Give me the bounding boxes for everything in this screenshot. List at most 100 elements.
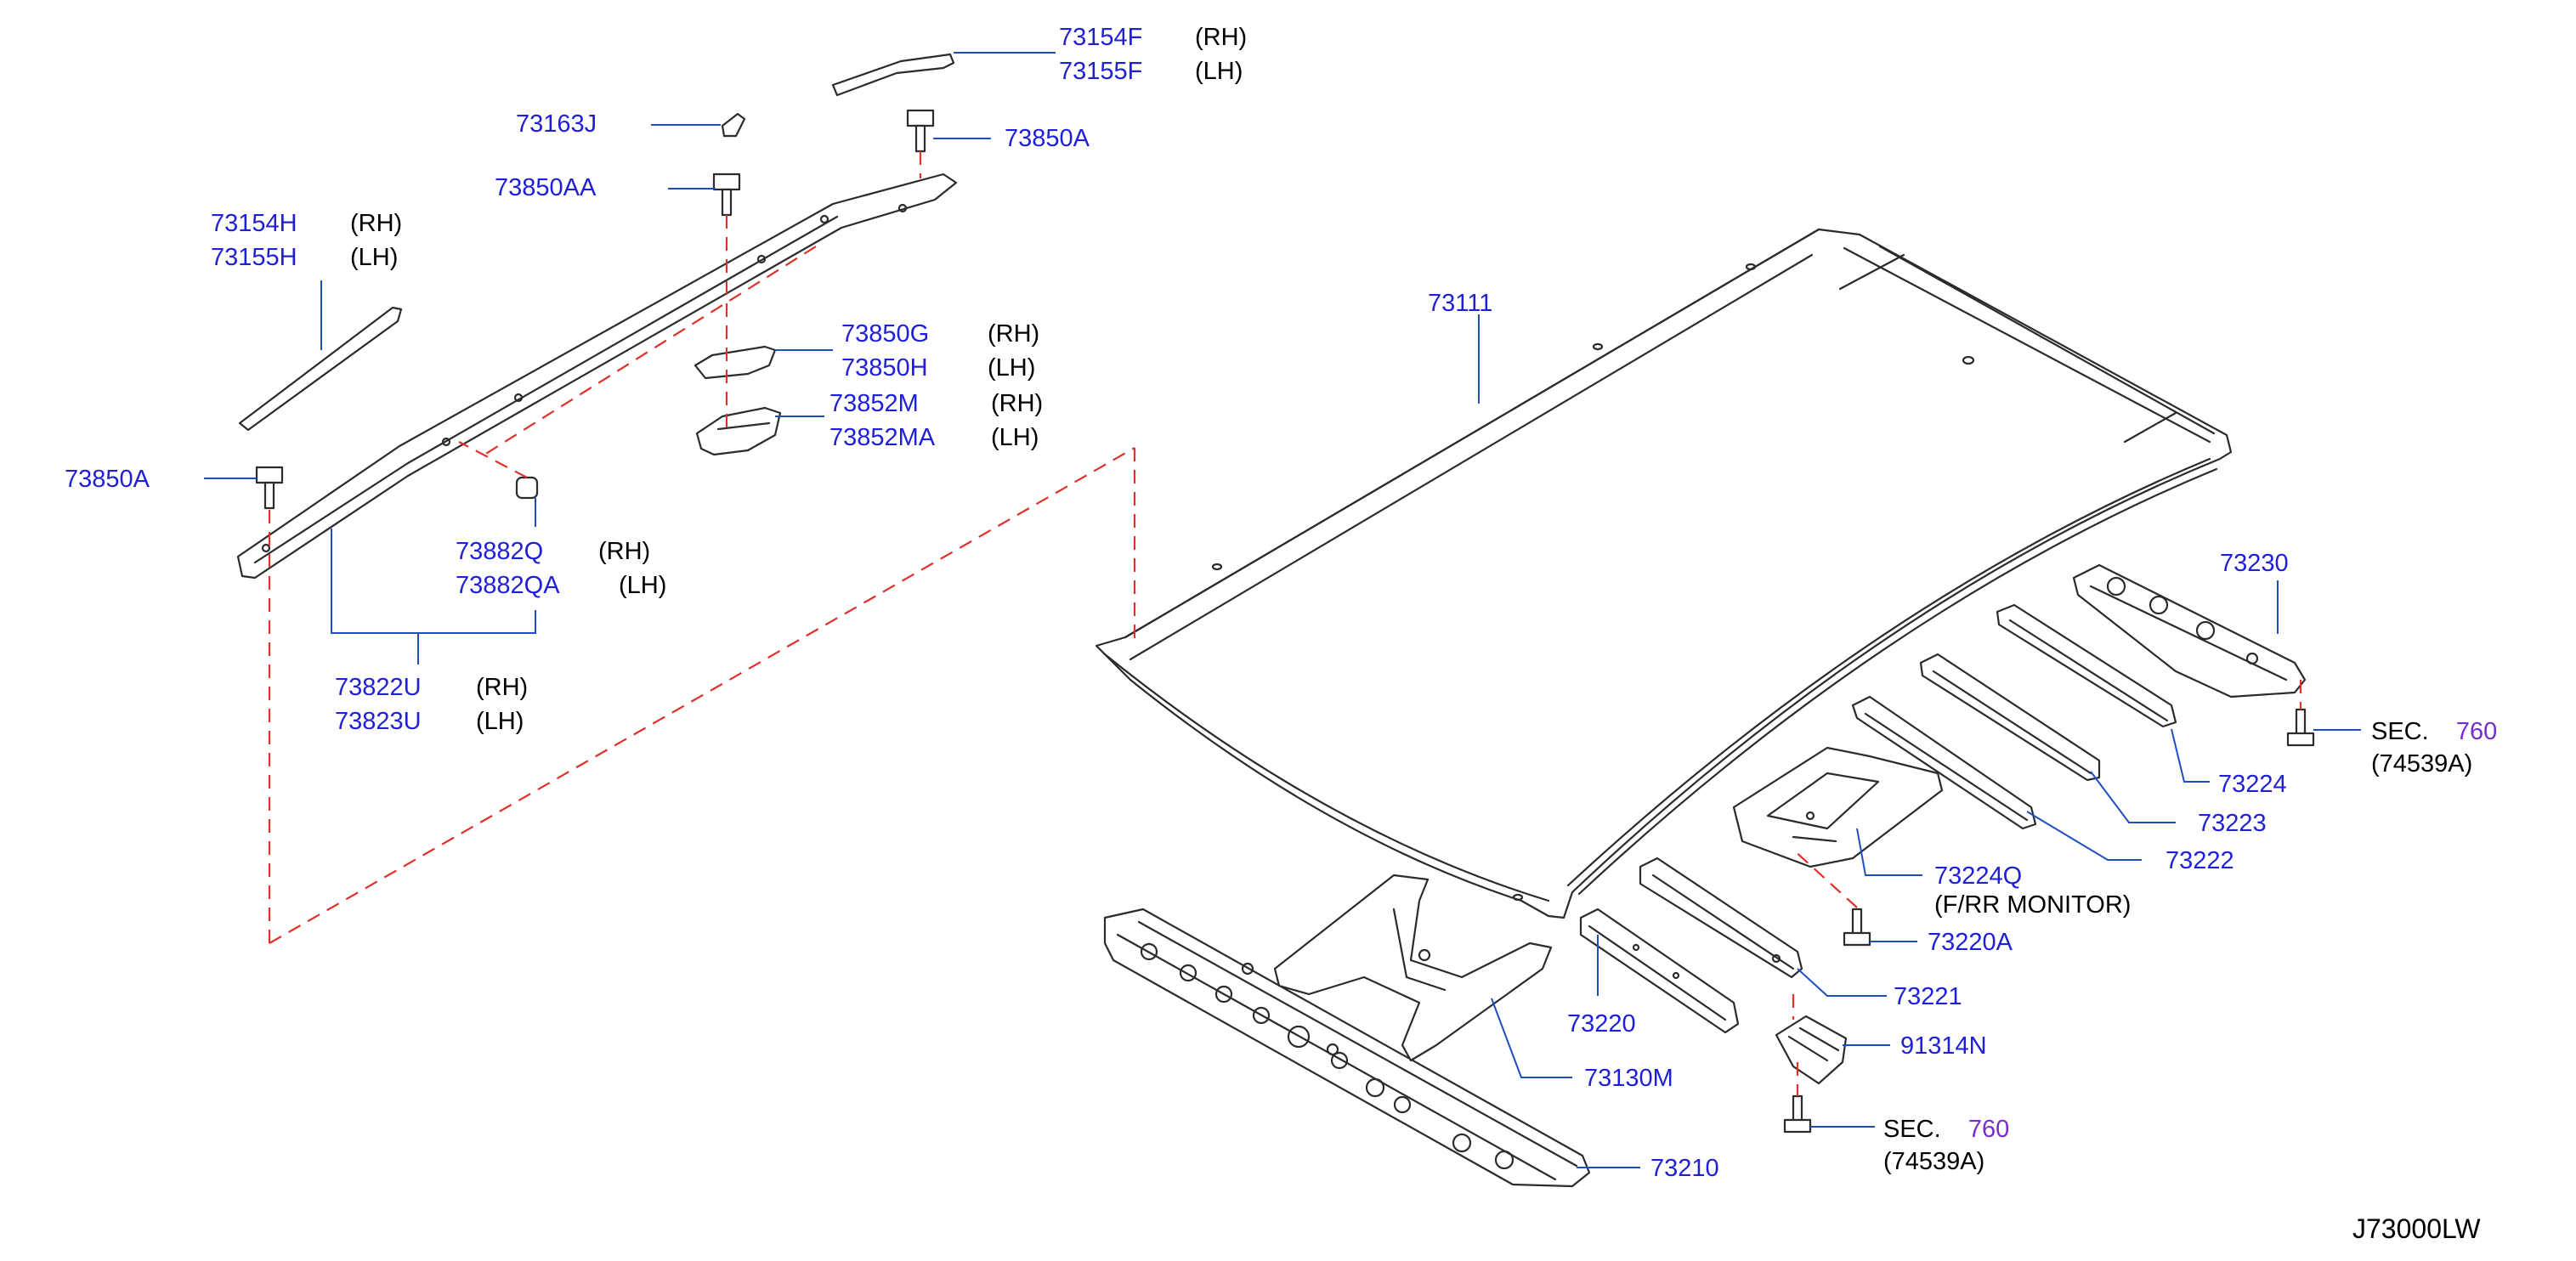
- callout-73224q[interactable]: 73224Q: [1934, 862, 2022, 891]
- callout-73882qa[interactable]: 73882QA: [456, 571, 560, 600]
- part-number[interactable]: 73882Q: [456, 538, 544, 565]
- leader-lines: [204, 52, 2361, 1168]
- part-number[interactable]: 73850H: [841, 354, 928, 382]
- callout-73220[interactable]: 73220: [1567, 1009, 1636, 1038]
- side-label: (RH): [598, 538, 651, 565]
- part-number[interactable]: 73882QA: [456, 572, 560, 599]
- callout-91314n[interactable]: 91314N: [1900, 1032, 1987, 1060]
- sec-subref: (74539A): [2371, 750, 2473, 778]
- callout-73154h[interactable]: 73154H: [211, 209, 297, 238]
- sec-subref: (74539A): [1883, 1148, 1985, 1175]
- sec-word: SEC.: [2371, 718, 2429, 745]
- rail-bracket-upper: [694, 345, 777, 380]
- end-clip: [721, 112, 746, 138]
- roof-bow-73222: [1851, 695, 2037, 830]
- callout-73882q[interactable]: 73882Q: [456, 537, 543, 566]
- callout-73223[interactable]: 73223: [2198, 809, 2267, 838]
- side-label: (RH): [1195, 24, 1248, 51]
- callout-73852ma[interactable]: 73852MA: [829, 423, 935, 452]
- callout-73163j[interactable]: 73163J: [516, 110, 597, 139]
- part-number[interactable]: 73155F: [1059, 58, 1143, 85]
- part-number[interactable]: 73130M: [1584, 1065, 1673, 1092]
- roof-bow-73220: [1579, 908, 1740, 1034]
- front-roof-rail: [1103, 908, 1591, 1188]
- part-number[interactable]: 73852MA: [829, 424, 936, 451]
- side-label: (LH): [1195, 58, 1243, 85]
- callout-73130m[interactable]: 73130M: [1584, 1064, 1673, 1093]
- callout-73155f[interactable]: 73155F: [1059, 57, 1142, 86]
- part-number[interactable]: 73220: [1567, 1010, 1636, 1038]
- callout-73823u[interactable]: 73823U: [335, 707, 422, 736]
- part-number[interactable]: 73850G: [841, 320, 930, 348]
- part-number[interactable]: 73850AA: [495, 174, 597, 201]
- part-number[interactable]: 73221: [1894, 983, 1962, 1010]
- part-number[interactable]: 73210: [1650, 1155, 1719, 1182]
- bolt-sec760-right: [2286, 708, 2315, 747]
- bolt-73850a-left: [255, 466, 284, 510]
- side-label: (RH): [988, 320, 1040, 348]
- stud-73882q: [515, 476, 539, 500]
- side-label: (RH): [991, 390, 1044, 417]
- monitor-bracket: [1732, 746, 1944, 868]
- part-number[interactable]: 73163J: [516, 110, 597, 138]
- bolt-73220a: [1843, 908, 1871, 947]
- roof-bow-73221: [1639, 857, 1803, 979]
- part-number[interactable]: 73155H: [211, 244, 297, 271]
- bracket-91314n: [1775, 1015, 1848, 1085]
- part-number[interactable]: 73222: [2166, 847, 2234, 874]
- callout-73221[interactable]: 73221: [1894, 982, 1962, 1011]
- part-number[interactable]: 73111: [1428, 290, 1493, 317]
- side-label: (LH): [619, 572, 667, 599]
- callout-sec-760-bottom[interactable]: SEC. 760: [1883, 1115, 2009, 1144]
- side-label: (LH): [350, 244, 399, 271]
- side-label: (RH): [476, 674, 529, 701]
- callout-73850a-left[interactable]: 73850A: [65, 465, 150, 494]
- part-number[interactable]: 73850A: [65, 466, 150, 493]
- callout-73155h[interactable]: 73155H: [211, 243, 297, 272]
- bolt-73850a-top: [906, 109, 935, 153]
- rail-bracket-lower: [695, 406, 782, 456]
- part-number[interactable]: 73154H: [211, 210, 297, 237]
- part-number[interactable]: 73852M: [829, 390, 919, 417]
- callout-73154f[interactable]: 73154F: [1059, 23, 1142, 52]
- sec-word: SEC.: [1883, 1116, 1941, 1143]
- diagram-code: J73000LW: [2352, 1213, 2481, 1244]
- callout-73850h[interactable]: 73850H: [841, 353, 928, 382]
- side-label: (LH): [991, 424, 1039, 451]
- callout-sec-760-right[interactable]: SEC. 760: [2371, 717, 2497, 746]
- part-number[interactable]: 73223: [2198, 810, 2267, 837]
- part-number[interactable]: 73220A: [1928, 929, 2013, 956]
- roof-bow-73224: [1996, 603, 2177, 728]
- part-number[interactable]: 73154F: [1059, 24, 1143, 51]
- rail-cover-rear: [238, 306, 403, 432]
- section-link[interactable]: 760: [2455, 718, 2498, 745]
- assembly-guides: [268, 151, 2302, 1096]
- rail-cover-front: [831, 53, 955, 97]
- callout-73111[interactable]: 73111: [1428, 289, 1492, 318]
- callout-73230[interactable]: 73230: [2220, 549, 2289, 578]
- roof-bow-73223: [1919, 653, 2101, 782]
- callout-73210[interactable]: 73210: [1650, 1154, 1719, 1183]
- center-bracket: [1273, 874, 1553, 1062]
- callout-73850g[interactable]: 73850G: [841, 319, 929, 348]
- part-number[interactable]: 73224: [2218, 771, 2287, 798]
- callout-73224[interactable]: 73224: [2218, 770, 2287, 799]
- callout-73850a-top[interactable]: 73850A: [1005, 124, 1090, 153]
- part-number[interactable]: 73822U: [335, 674, 422, 701]
- bolt-73850aa: [712, 172, 741, 217]
- callout-73222[interactable]: 73222: [2166, 846, 2234, 875]
- part-number[interactable]: 73230: [2220, 550, 2289, 577]
- part-number[interactable]: 91314N: [1900, 1032, 1987, 1060]
- callout-73220a[interactable]: 73220A: [1928, 928, 2013, 957]
- part-number[interactable]: 73850A: [1005, 125, 1090, 152]
- callout-73850aa[interactable]: 73850AA: [495, 173, 596, 202]
- callout-73822u[interactable]: 73822U: [335, 673, 422, 702]
- part-number[interactable]: 73823U: [335, 708, 422, 735]
- section-link[interactable]: 760: [1967, 1116, 2010, 1143]
- monitor-note: (F/RR MONITOR): [1934, 891, 2132, 919]
- rear-roof-rail: [2072, 563, 2307, 698]
- callout-73852m[interactable]: 73852M: [829, 389, 919, 418]
- part-number[interactable]: 73224Q: [1934, 862, 2023, 890]
- side-label: (LH): [988, 354, 1036, 382]
